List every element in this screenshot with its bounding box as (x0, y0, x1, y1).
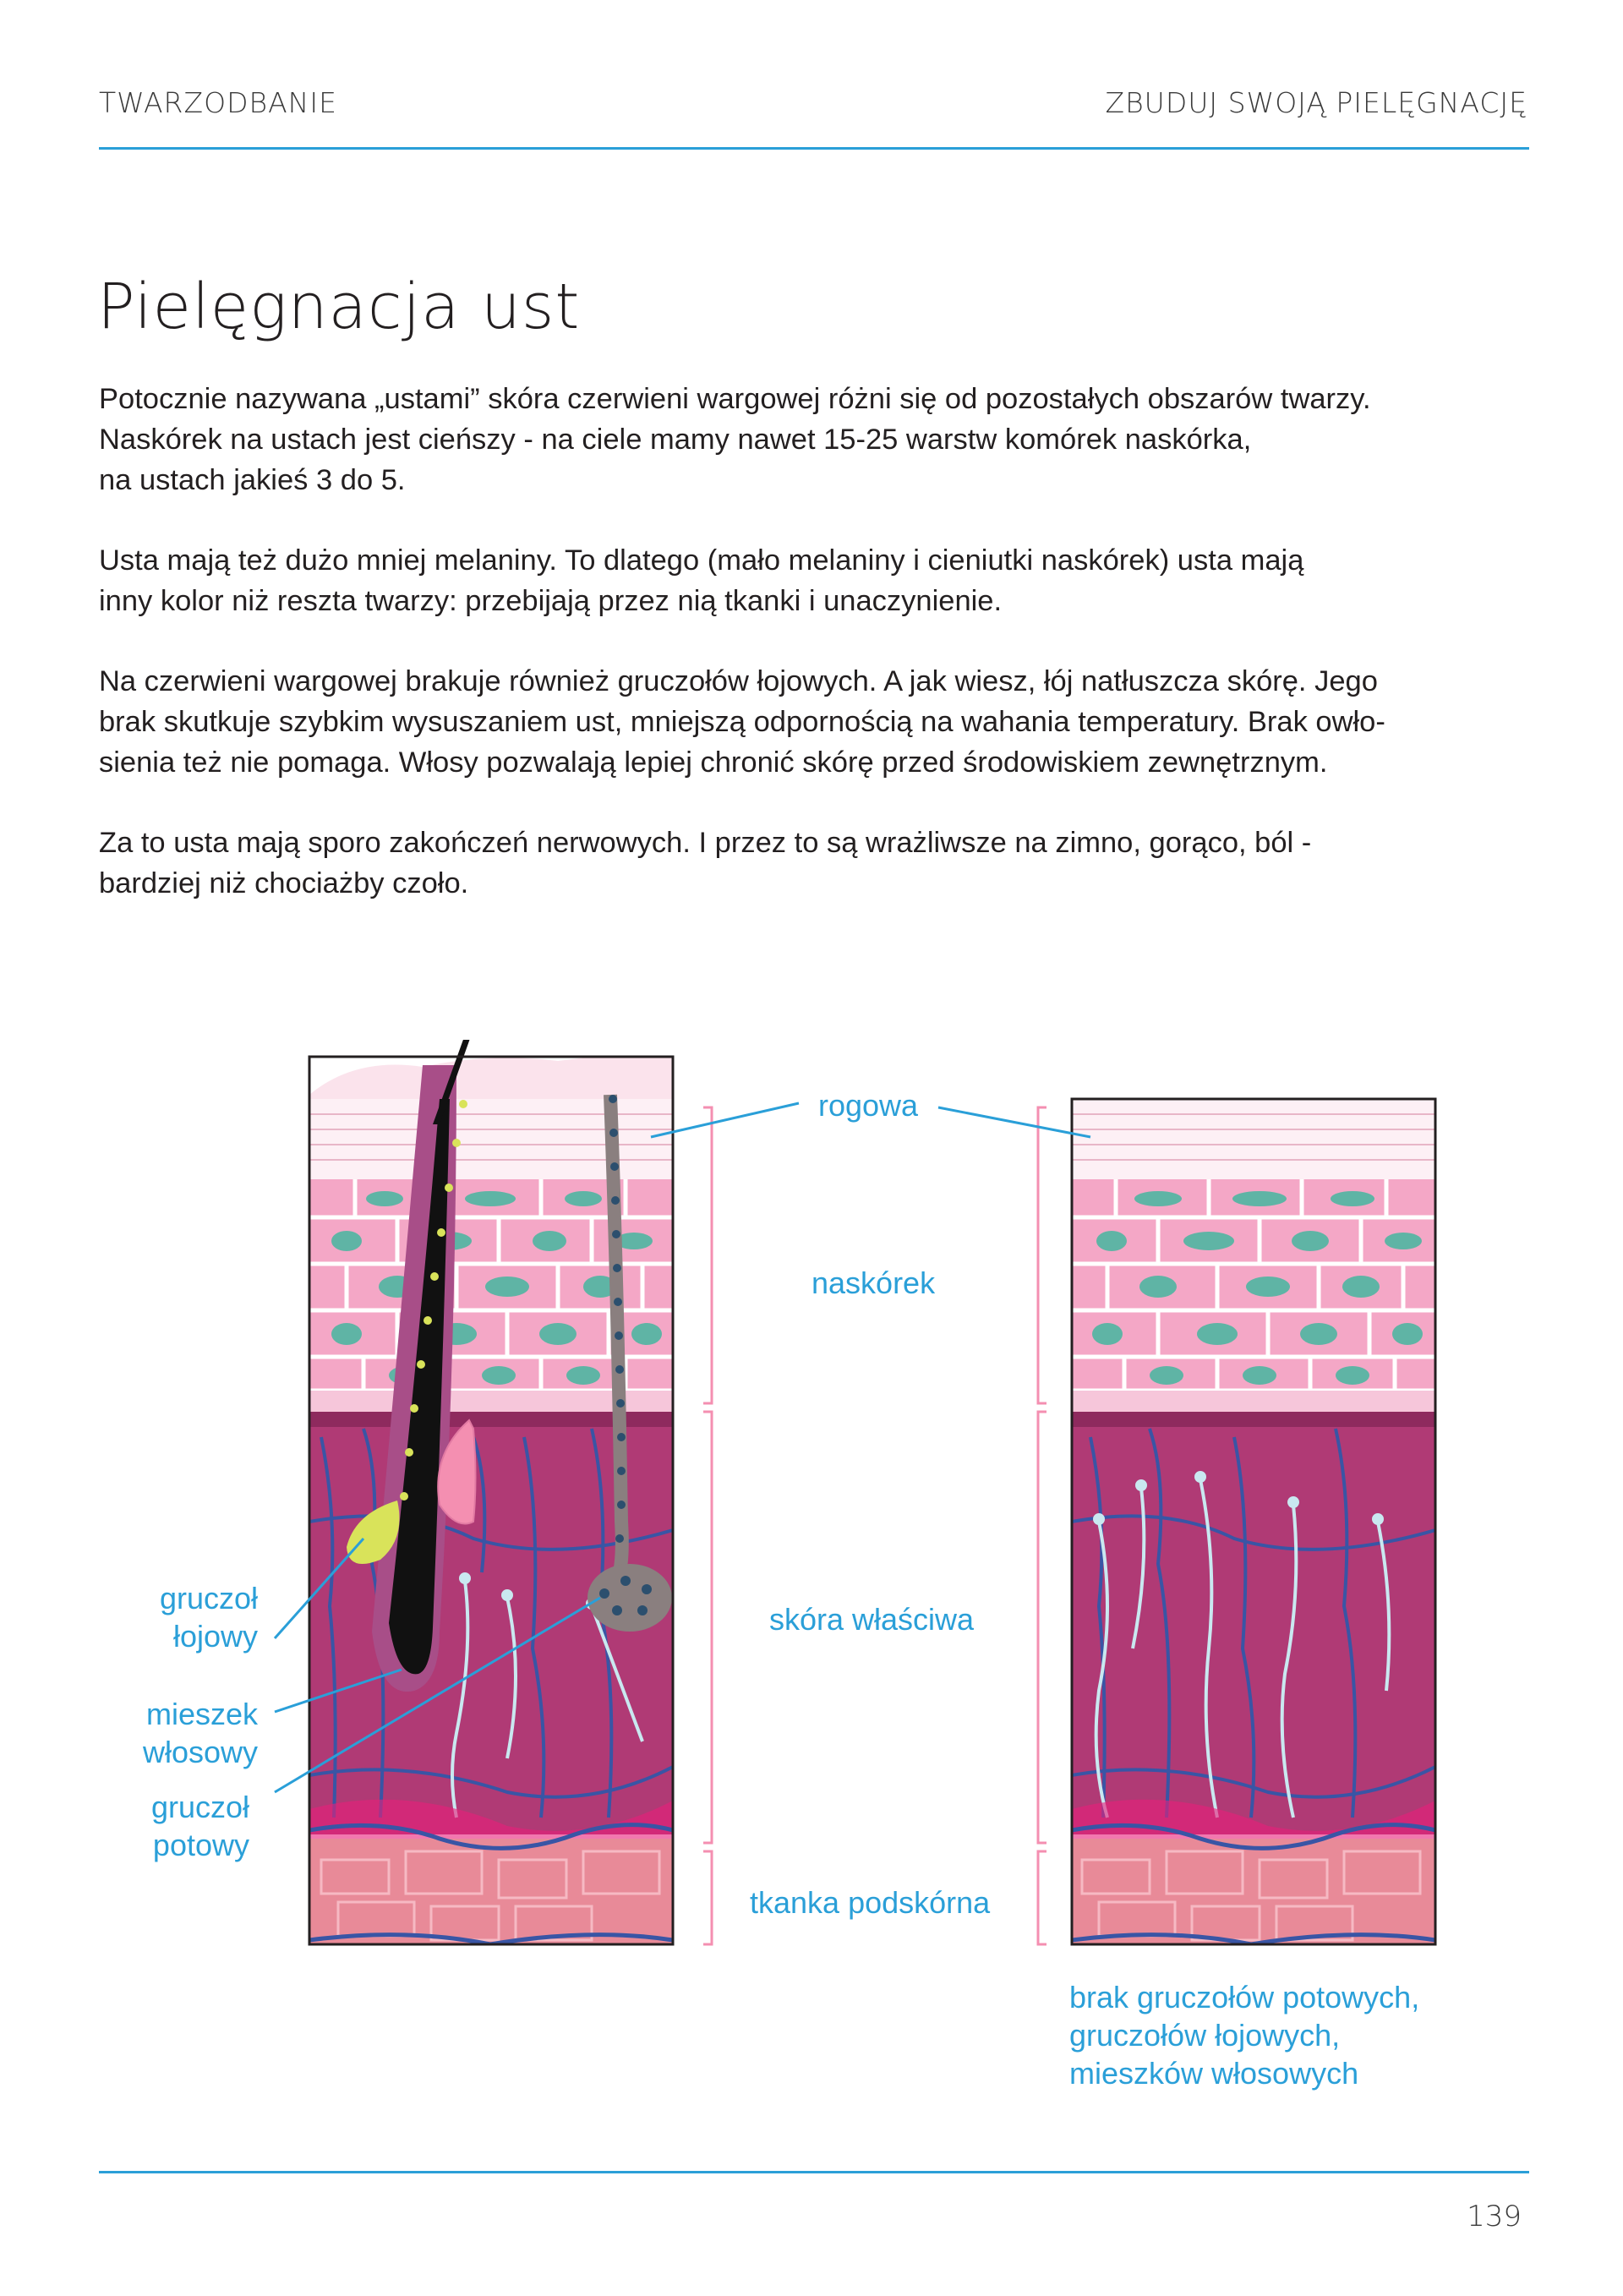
skin-section-lip (1072, 1099, 1435, 1944)
left-panel-border (308, 1055, 675, 1946)
label-naskorek: naskórek (812, 1266, 936, 1300)
leader-lines (273, 1102, 1091, 1794)
paragraph-3: Na czerwieni wargowej brakuje również gr… (99, 665, 1385, 779)
page-title: Pielęgnacja ust (97, 271, 581, 343)
paragraph-1: Potocznie nazywana „ustami” skóra czerwi… (99, 383, 1371, 496)
label-gruczol-lojowy: gruczoł łojowy (159, 1581, 258, 1654)
label-mieszek-wlosowy: mieszek włosowy (142, 1697, 258, 1769)
label-tkanka-podskorna: tkanka podskórna (750, 1885, 991, 1920)
right-panel-border (1070, 1097, 1437, 1946)
header-section-right: ZBUDUJ SWOJĄ PIELĘGNACJĘ (1105, 86, 1527, 119)
paragraph-2: Usta mają też dużo mniej melaniny. To dl… (99, 544, 1304, 617)
label-brak-gruczolow: brak gruczołów potowych, gruczołów łojow… (1069, 1980, 1420, 2091)
label-skora-wlasciwa: skóra właściwa (769, 1602, 975, 1637)
layer-brackets (703, 1106, 1046, 1946)
page-number: 139 (1467, 2200, 1522, 2233)
header-section-left: TWARZODBANIE (99, 86, 337, 119)
header-rule (99, 147, 1529, 150)
footer-rule (99, 2171, 1529, 2173)
paragraph-4: Za to usta mają sporo zakończeń nerwowyc… (99, 827, 1312, 899)
skin-section-with-hair (309, 1040, 673, 1944)
label-rogowa: rogowa (818, 1088, 919, 1123)
body-text: Potocznie nazywana „ustami” skóra czerwi… (99, 379, 1536, 943)
label-gruczol-potowy: gruczoł potowy (150, 1790, 249, 1862)
